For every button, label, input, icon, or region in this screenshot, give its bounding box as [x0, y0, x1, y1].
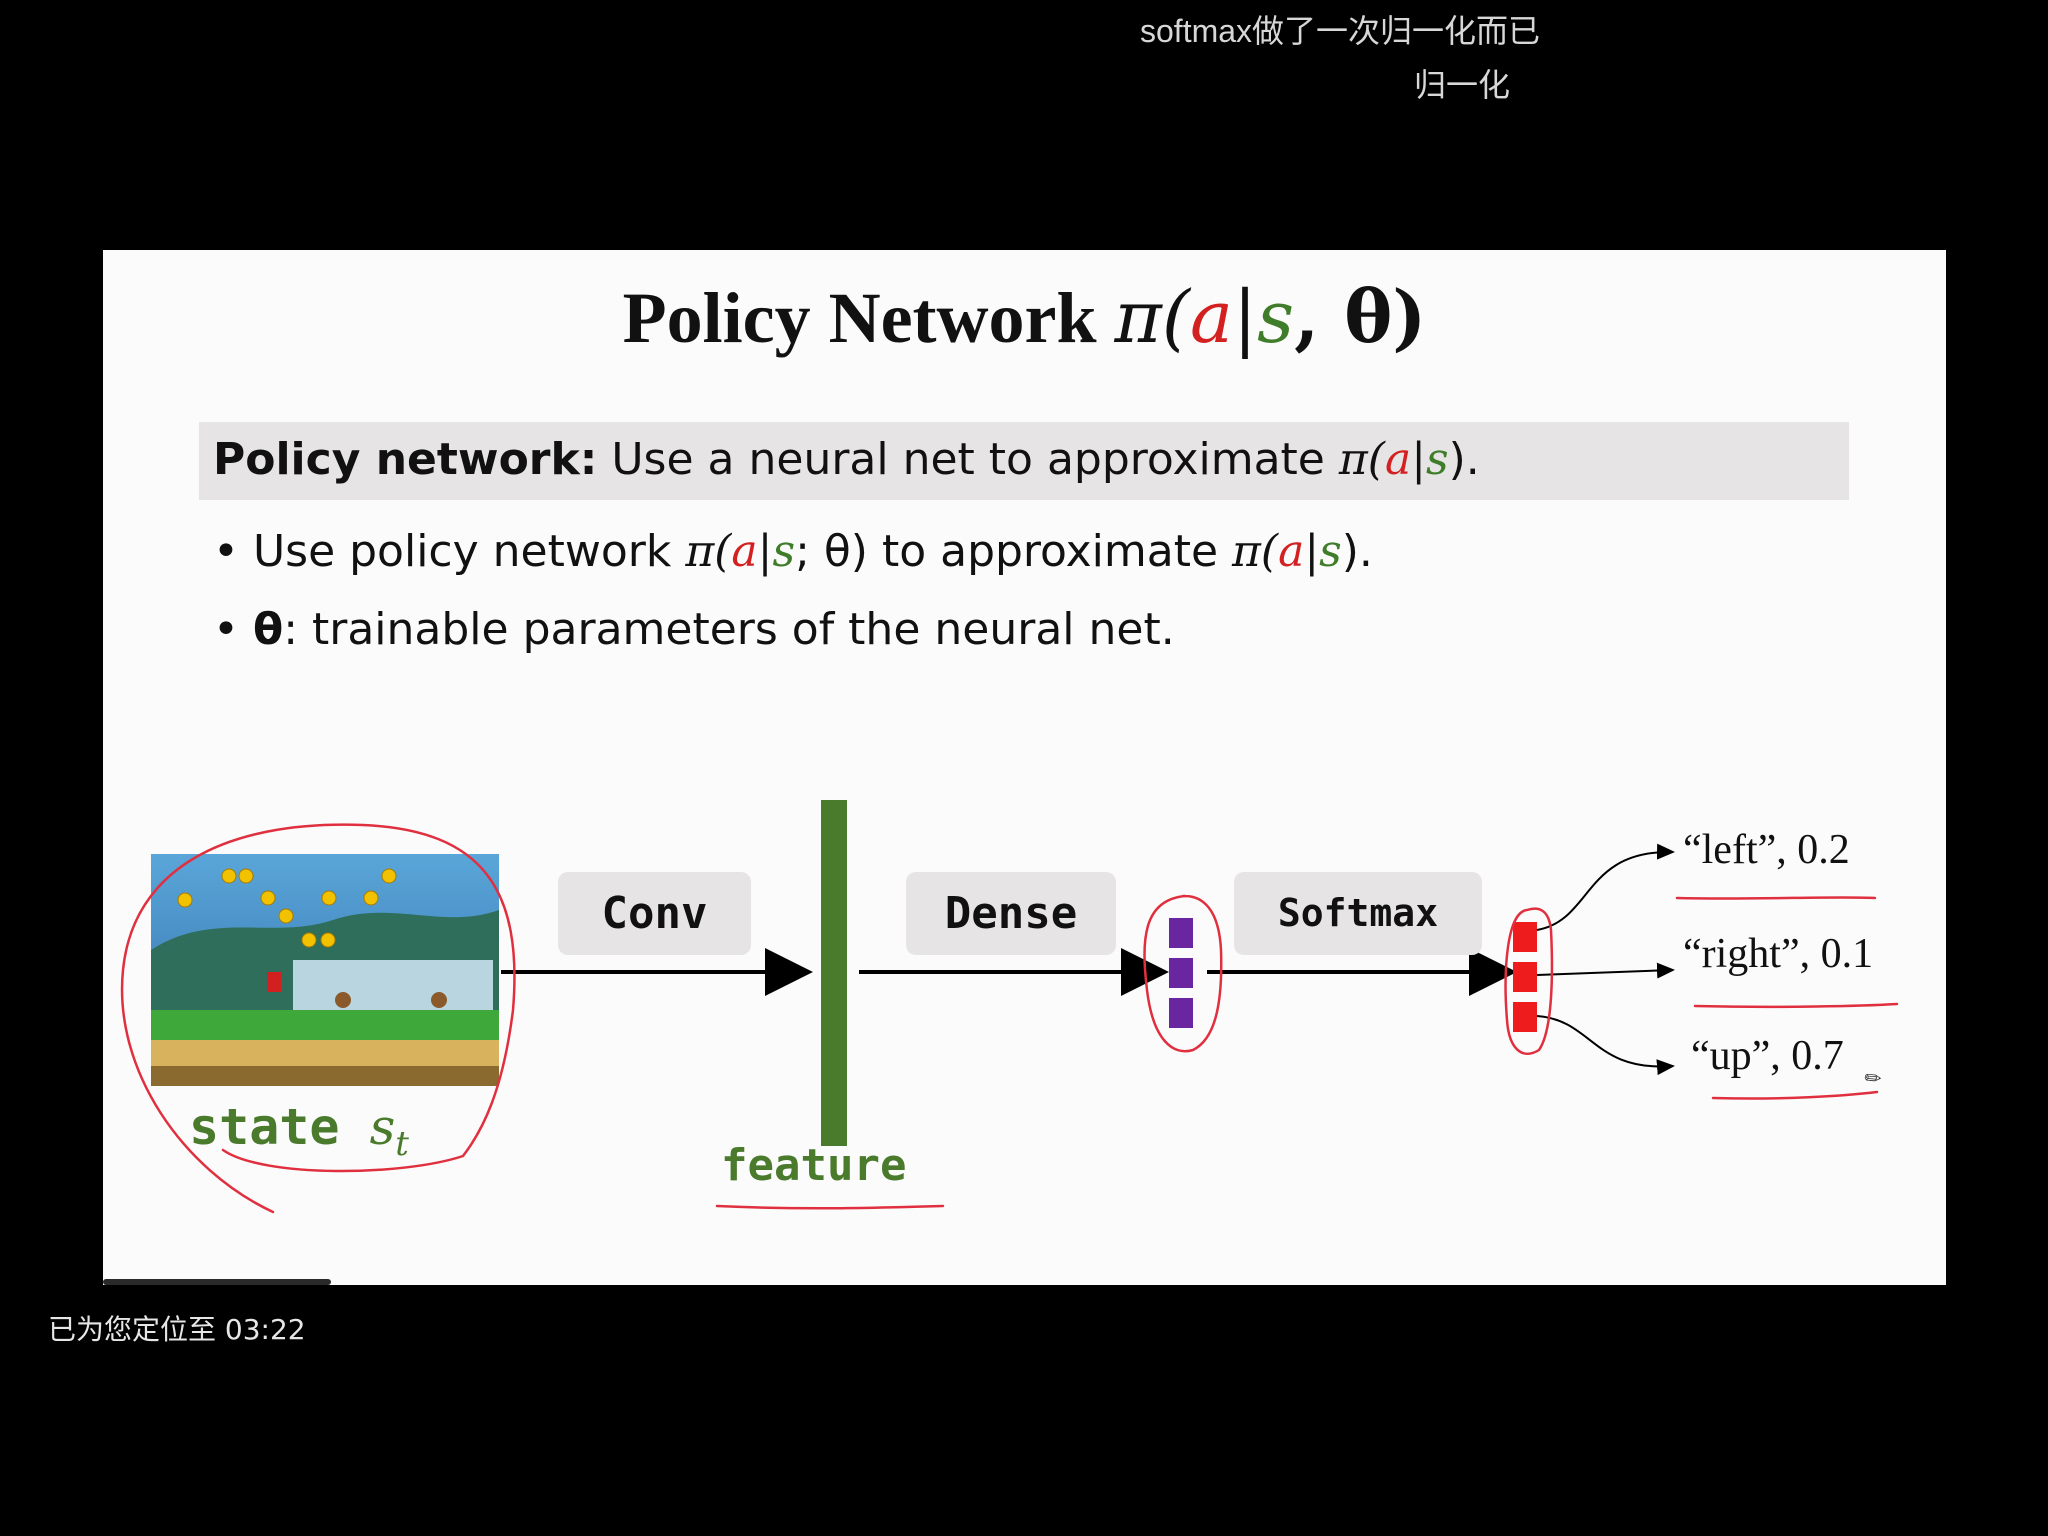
bullet-1-bar2: | [1304, 526, 1320, 577]
bullet-1-s: s [772, 526, 796, 577]
video-progress-bar[interactable] [103, 1279, 331, 1285]
bullet-1-mid: ; θ) to approximate [795, 526, 1233, 577]
bullet-2-prefix: • [213, 604, 253, 655]
title-text: Policy Network [622, 278, 1115, 358]
definition-body: Use a neural net to approximate [597, 434, 1339, 485]
title-theta: , θ) [1294, 274, 1427, 359]
definition-pi: π( [1338, 434, 1385, 485]
bullet-2: • θ: trainable parameters of the neural … [213, 604, 1175, 655]
state-label: state st [189, 1098, 409, 1164]
feature-vector-bar [821, 800, 847, 1146]
title-pi: π( [1114, 275, 1190, 359]
conv-layer-label: Conv [558, 872, 751, 955]
bullet-2-text: : trainable parameters of the neural net… [283, 604, 1175, 655]
definition-s: s [1426, 434, 1449, 485]
title-bar: | [1232, 275, 1258, 359]
seek-toast: 已为您定位至 03:22 [48, 1313, 306, 1346]
title-s: s [1257, 275, 1295, 359]
subtitle-line-1: softmax做了一次归一化而已 [0, 6, 2048, 49]
title-a: a [1189, 275, 1233, 359]
dense-layer-label: Dense [906, 872, 1116, 955]
state-sub: t [395, 1124, 409, 1164]
state-label-text: state [189, 1098, 340, 1156]
bullet-1-pi2: π( [1232, 526, 1279, 577]
softmax-layer-label: Softmax [1234, 872, 1482, 955]
state-var: s [369, 1098, 396, 1156]
definition-box: Policy network: Use a neural net to appr… [199, 422, 1849, 500]
dense-output-neurons [1169, 918, 1193, 1028]
subtitle-line-2: 归一化 [1414, 67, 1511, 103]
output-up: “up”, 0.7 [1691, 1033, 1844, 1079]
bullet-1-pi: π( [685, 526, 732, 577]
definition-bold: Policy network: [213, 434, 598, 485]
bullet-2-theta: θ [252, 604, 284, 655]
policy-network-diagram [120, 800, 1899, 1214]
bullet-1-close: ). [1341, 526, 1373, 577]
subtitle-text-1: softmax做了一次归一化而已 [1140, 13, 1541, 49]
bullet-1-s2: s [1319, 526, 1342, 577]
bullet-1-a: a [731, 526, 758, 577]
slide: Policy Network π(a|s, θ) Policy network:… [103, 250, 1946, 1285]
definition-bar: | [1411, 434, 1427, 485]
output-right: “right”, 0.1 [1683, 931, 1874, 977]
game-state-image [151, 854, 499, 1086]
definition-a: a [1384, 434, 1412, 485]
bullet-1-prefix: • Use policy network [213, 526, 686, 577]
bullet-1: • Use policy network π(a|s; θ) to approx… [213, 526, 1373, 577]
bullet-1-a2: a [1278, 526, 1305, 577]
output-left: “left”, 0.2 [1683, 827, 1850, 873]
definition-close: ). [1448, 434, 1480, 485]
softmax-output-neurons [1513, 922, 1537, 1032]
bullet-1-bar: | [757, 526, 773, 577]
feature-label: feature [721, 1140, 907, 1191]
definition-text: Policy network: Use a neural net to appr… [213, 434, 1480, 485]
slide-title: Policy Network π(a|s, θ) [103, 274, 1946, 360]
